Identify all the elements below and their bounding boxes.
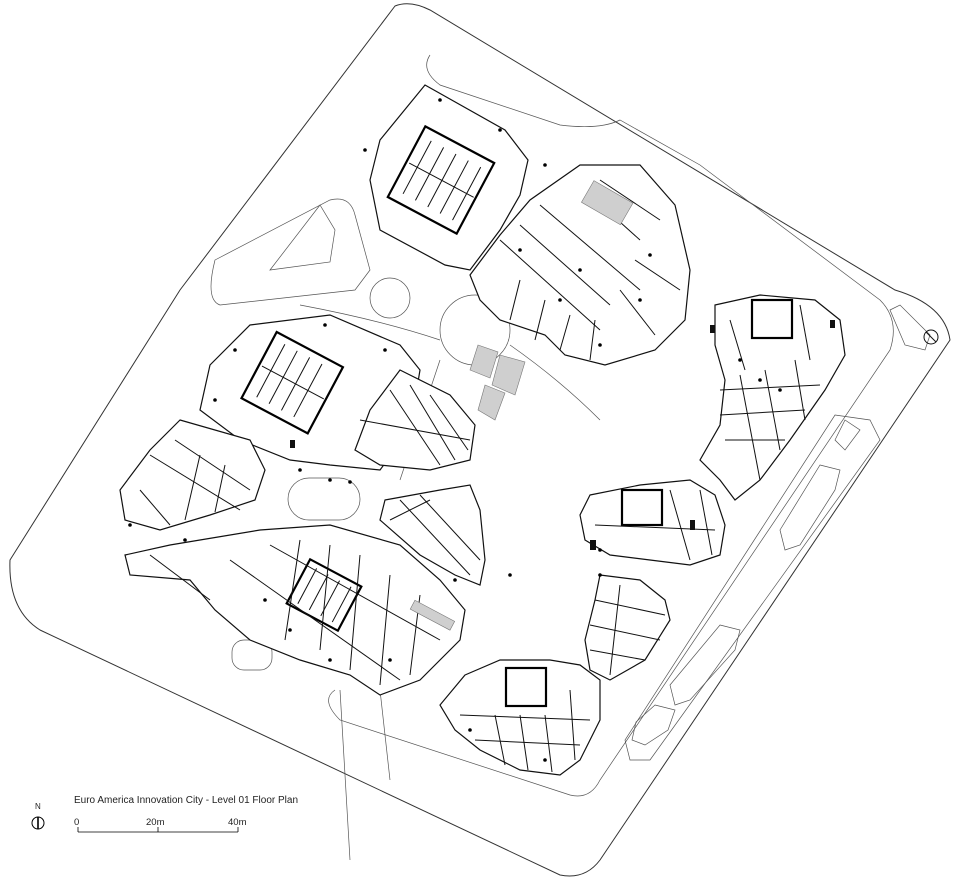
plaza-feature — [469, 344, 526, 421]
stair-hatch — [581, 180, 634, 226]
stair-hatch — [409, 599, 456, 631]
northeast-shop-walls — [499, 179, 681, 361]
east-road-inner — [779, 464, 841, 551]
west-annex-walls — [359, 384, 471, 466]
scale-label-40m: 40m — [228, 817, 247, 828]
scale-bar — [77, 827, 239, 833]
site-marker-icon — [923, 329, 939, 345]
core-solid-walls — [290, 320, 835, 550]
east-upper-walls — [719, 304, 821, 481]
structural-columns — [128, 98, 782, 762]
south-annex-walls — [389, 494, 481, 576]
drawing-title: Euro America Innovation City - Level 01 … — [74, 795, 298, 806]
scale-label-0: 0 — [74, 817, 80, 828]
building-west-annex — [354, 369, 476, 471]
building-southwest-strip — [119, 419, 266, 531]
road-outline — [328, 54, 894, 797]
east-road-inner — [669, 624, 741, 706]
core-southeast — [504, 666, 548, 708]
building-south — [124, 524, 466, 696]
oval-planter — [287, 477, 361, 521]
scale-label-20m: 20m — [146, 817, 165, 828]
southeast-walls — [459, 689, 591, 773]
core-east-upper — [750, 298, 794, 340]
road-outline — [339, 689, 391, 861]
sw-strip-walls — [139, 439, 251, 526]
east-road — [624, 414, 881, 761]
core-north-cells — [402, 140, 482, 221]
building-northeast — [469, 164, 691, 366]
core-east-middle — [620, 488, 664, 527]
north-arrow-icon — [31, 816, 45, 830]
oval-planter — [369, 277, 411, 319]
east-road-inner — [834, 419, 861, 451]
building-east-lower-strip — [584, 574, 671, 681]
site-boundary — [9, 3, 951, 877]
road-outline — [210, 198, 371, 306]
east-lower-strip-walls — [589, 584, 666, 676]
east-road-inner — [631, 704, 676, 746]
north-label: N — [35, 802, 41, 811]
core-west-cells — [256, 344, 325, 418]
plaza-circle — [439, 294, 511, 366]
road-outline — [269, 204, 336, 271]
